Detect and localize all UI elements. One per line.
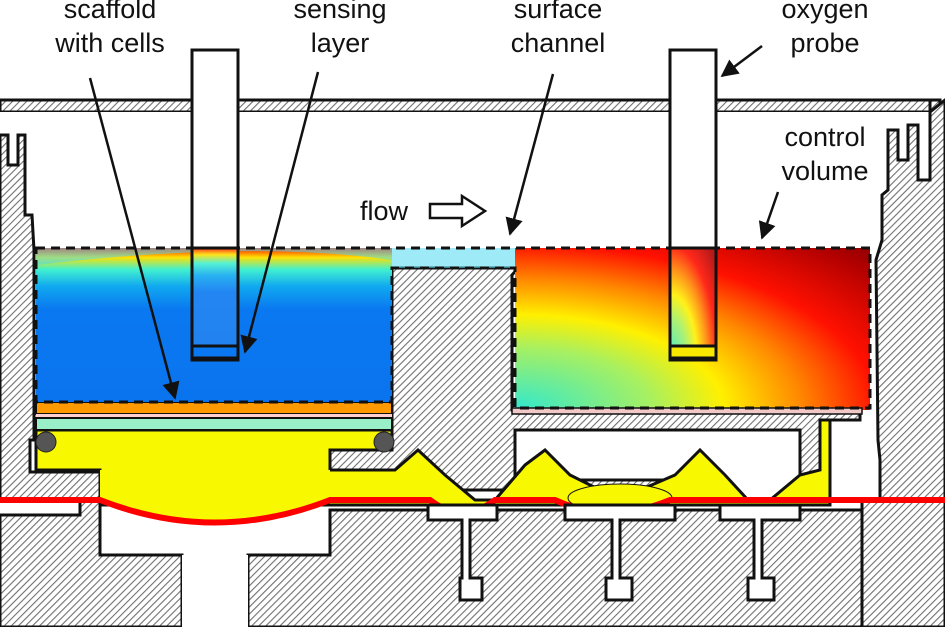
- o-ring-seal-left: [35, 431, 57, 453]
- scaffold-with-cells: [35, 401, 393, 431]
- pressure-ports: [426, 503, 802, 602]
- leader-lines: [88, 45, 780, 400]
- bottom-base: [246, 508, 864, 627]
- label-flow: flow: [360, 196, 409, 226]
- inlet-port: [182, 555, 248, 627]
- label-sensing-layer: sensing layer: [293, 0, 387, 58]
- flow-arrow-icon: [428, 193, 488, 229]
- oxygen-probe: [668, 48, 718, 362]
- label-surface-channel: surface channel: [510, 0, 606, 58]
- control-volume-outline: [34, 246, 872, 410]
- left-base: [0, 498, 184, 627]
- o-ring-seal-right: [373, 431, 395, 453]
- label-scaffold-with-cells: scaffold with cells: [55, 0, 165, 58]
- sensor-probe-left: [190, 48, 240, 362]
- oxygen-map-surface: [36, 248, 520, 268]
- label-control-volume: control volume: [781, 122, 869, 186]
- label-oxygen-probe: oxygen probe: [781, 0, 869, 58]
